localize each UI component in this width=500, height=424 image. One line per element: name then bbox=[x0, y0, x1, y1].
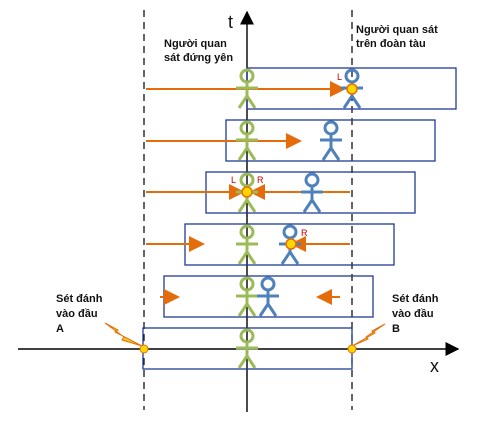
label-line: sát đứng yên bbox=[164, 52, 233, 64]
label-line: vào đầu bbox=[392, 308, 434, 320]
stick-figure-icon bbox=[236, 276, 258, 317]
strike-a-label: Sét đánh vào đầu A bbox=[56, 293, 106, 335]
stick-figure-icon bbox=[236, 328, 258, 369]
train-observer-label: Người quan sát trên đoàn tàu bbox=[356, 24, 441, 50]
marker-left: L bbox=[231, 175, 236, 185]
arrival-flashes bbox=[241, 83, 358, 250]
stick-figure-icon bbox=[320, 120, 342, 161]
lightning-icon bbox=[104, 322, 149, 354]
train-boxes bbox=[142, 67, 457, 370]
strike-b-label: Sét đánh vào đầu B bbox=[392, 293, 442, 335]
label-line: Người quan sát bbox=[356, 24, 438, 36]
marker-left: L bbox=[337, 72, 342, 82]
t-axis-label: t bbox=[228, 12, 233, 32]
label-line: trên đoàn tàu bbox=[356, 38, 426, 50]
marker-right: R bbox=[257, 175, 264, 185]
stick-figure-icon bbox=[236, 68, 258, 109]
label-line: A bbox=[56, 323, 64, 335]
stick-figure-icon bbox=[301, 172, 323, 213]
ground-observer-figures bbox=[236, 68, 258, 369]
label-line: Sét đánh bbox=[392, 293, 439, 305]
ground-observer-label: Người quan sát đứng yên bbox=[164, 38, 233, 64]
stick-figure-icon bbox=[257, 276, 279, 317]
label-line: vào đầu bbox=[56, 308, 98, 320]
flash-dot bbox=[285, 238, 297, 250]
lightning-icon bbox=[347, 323, 386, 354]
stick-figure-icon bbox=[236, 224, 258, 265]
label-line: Người quan bbox=[164, 38, 227, 50]
flash-dot bbox=[241, 186, 253, 198]
flash-dot bbox=[346, 83, 358, 95]
x-axis-label: x bbox=[430, 356, 439, 376]
label-line: Sét đánh bbox=[56, 293, 103, 305]
label-line: B bbox=[392, 323, 400, 335]
marker-right: R bbox=[301, 228, 308, 238]
stick-figure-icon bbox=[236, 120, 258, 161]
